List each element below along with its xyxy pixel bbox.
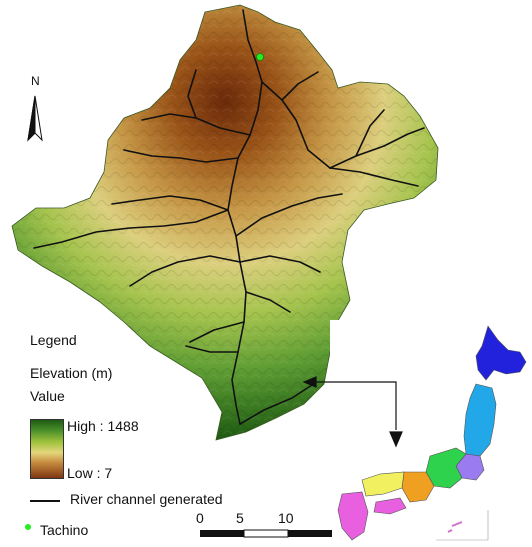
scale-tick-10: 10 [278,510,294,526]
location-leader-arrow [302,376,403,448]
scale-tick-0: 0 [196,510,204,526]
north-arrow-icon [27,95,43,142]
elevation-color-ramp [30,419,64,479]
legend-title: Legend [30,332,77,348]
scale-bar [200,529,332,538]
station-legend-label: Tachino [40,522,89,538]
tachino-station-marker [256,53,264,61]
kyushu-region [337,491,369,541]
chugoku-region [361,471,405,497]
north-letter: N [31,74,40,88]
legend-value-label: Value [30,388,65,404]
legend-high-label: High : 1488 [67,418,139,434]
legend-low-label: Low : 7 [67,465,113,481]
station-legend-swatch [25,524,31,530]
river-legend-label: River channel generated [70,491,223,507]
legend-subtitle: Elevation (m) [30,365,113,381]
river-legend-swatch [30,500,60,502]
river-network [33,9,425,425]
hokkaido-region [475,325,527,381]
japan-inset-map [330,320,530,542]
scale-tick-5: 5 [236,510,244,526]
shikoku-region [373,497,407,515]
